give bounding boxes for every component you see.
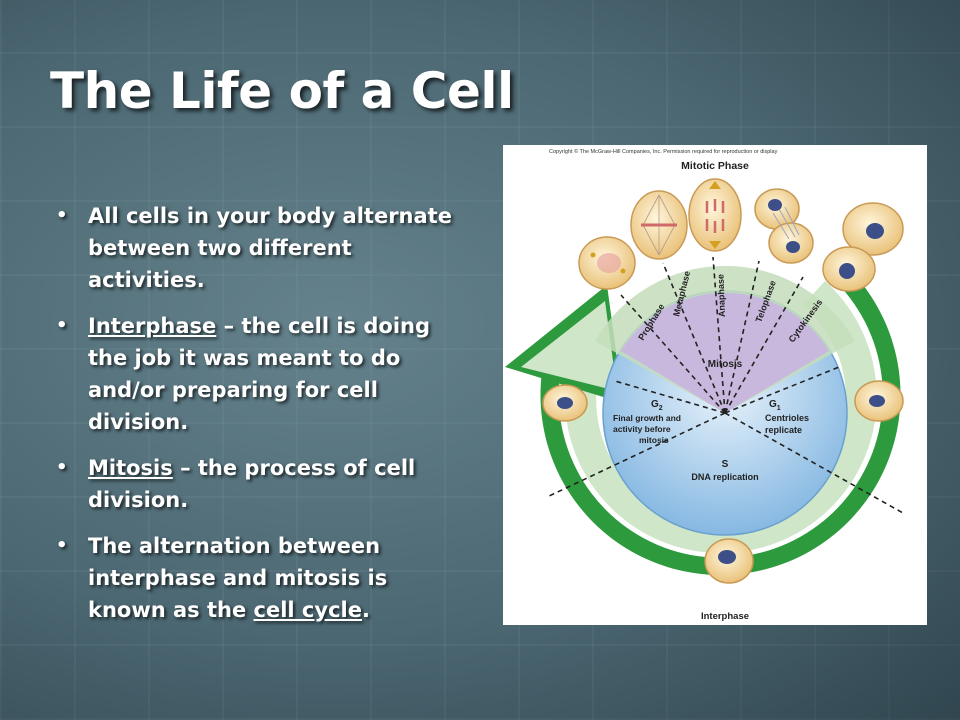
metaphase-cell <box>630 190 688 260</box>
g1-label: G1 <box>769 399 781 412</box>
slide-title: The Life of a Cell <box>50 62 514 120</box>
bullet-text: . <box>361 598 370 622</box>
bullet-icon: • <box>56 535 68 556</box>
bullet-term-interphase: Interphase <box>88 314 217 338</box>
interphase-cell-right <box>854 380 904 422</box>
bullet-icon: • <box>56 315 68 336</box>
bullet-term-cell-cycle: cell cycle <box>253 598 362 622</box>
telophase-cell <box>754 188 814 264</box>
mitotic-phase-label: Mitotic Phase <box>681 160 749 172</box>
interphase-cell-bottom <box>704 538 754 584</box>
anaphase-label: Anaphase <box>716 274 727 317</box>
bullet-item: • Interphase – the cell is doing the job… <box>50 310 460 438</box>
cytokinesis-cells <box>822 202 904 292</box>
bullet-text: The alternation between interphase and m… <box>88 534 388 622</box>
mitosis-label: Mitosis <box>708 359 743 370</box>
interphase-label: Interphase <box>701 611 749 622</box>
interphase-outer-ring <box>540 265 901 575</box>
bullet-item: • Mitosis – the process of cell division… <box>50 452 460 516</box>
g2-line-2: activity before <box>613 424 671 434</box>
cell-cycle-diagram: Copyright © The McGraw-Hill Companies, I… <box>505 148 904 622</box>
g2-line-1: Final growth and <box>613 413 681 423</box>
prophase-cell <box>578 236 636 290</box>
bullet-item: • All cells in your body alternate betwe… <box>50 200 460 296</box>
bullet-icon: • <box>56 205 68 226</box>
interphase-band <box>564 281 877 554</box>
cell-cycle-figure: Copyright © The McGraw-Hill Companies, I… <box>503 145 927 625</box>
g2-line-3: mitosis <box>639 435 669 445</box>
anaphase-cell <box>688 178 742 252</box>
g1-line-2: replicate <box>765 425 802 435</box>
bullet-text: All cells in your body alternate between… <box>88 204 452 292</box>
stage-dividers <box>546 256 904 514</box>
s-line-1: DNA replication <box>691 472 758 482</box>
bullet-term-mitosis: Mitosis <box>88 456 173 480</box>
interphase-cell-left <box>542 384 588 422</box>
bullet-item: • The alternation between interphase and… <box>50 530 460 626</box>
bullet-text: – the process of cell division. <box>88 456 416 512</box>
cycle-arrowhead-inner <box>521 301 617 391</box>
bullet-text: – the cell is doing the job it was meant… <box>88 314 431 434</box>
g1-line-1: Centrioles <box>765 413 809 423</box>
bullet-icon: • <box>56 457 68 478</box>
bullet-list: • All cells in your body alternate betwe… <box>50 200 460 640</box>
g2-label: G2 <box>651 399 663 412</box>
s-label: S <box>722 459 729 470</box>
copyright-text: Copyright © The McGraw-Hill Companies, I… <box>549 148 778 155</box>
mitosis-wedge <box>621 292 829 413</box>
